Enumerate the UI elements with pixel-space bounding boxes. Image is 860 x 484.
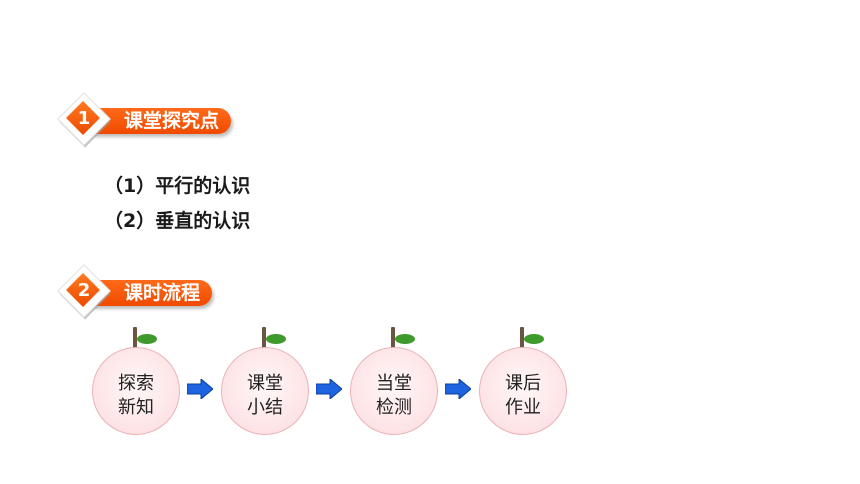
flow-step-label-line2: 小结 bbox=[247, 397, 283, 418]
arrow-right-icon bbox=[316, 379, 342, 399]
flow-step-label-line1: 探索 bbox=[118, 373, 154, 394]
section-number-badge-1: 1 bbox=[57, 92, 112, 148]
fruit-circle bbox=[92, 347, 180, 435]
flow-step-label-line2: 作业 bbox=[505, 397, 541, 418]
flow-step-label-line1: 当堂 bbox=[376, 373, 412, 394]
stem-icon bbox=[133, 327, 137, 349]
section-title-2: 课时流程 bbox=[92, 280, 213, 306]
flow-step-summary: 课堂 小结 bbox=[221, 327, 311, 447]
fruit-circle bbox=[350, 347, 438, 435]
leaf-icon bbox=[266, 334, 286, 344]
arrow-right-icon bbox=[187, 379, 213, 399]
topic-item-2: （2）垂直的认识 bbox=[104, 210, 251, 232]
section-title-1: 课堂探究点 bbox=[92, 108, 232, 134]
leaf-icon bbox=[524, 334, 544, 344]
stem-icon bbox=[520, 327, 524, 349]
leaf-icon bbox=[137, 334, 157, 344]
flow-step-label-line2: 新知 bbox=[118, 397, 154, 418]
section-number-badge-2: 2 bbox=[57, 264, 112, 320]
flow-step-test: 当堂 检测 bbox=[350, 327, 440, 447]
arrow-right-icon bbox=[445, 379, 471, 399]
fruit-circle bbox=[479, 347, 567, 435]
fruit-circle bbox=[221, 347, 309, 435]
topic-item-1: （1）平行的认识 bbox=[104, 175, 251, 197]
flow-step-homework: 课后 作业 bbox=[479, 327, 569, 447]
stem-icon bbox=[391, 327, 395, 349]
flow-step-label-line1: 课后 bbox=[505, 373, 541, 394]
flow-step-label-line1: 课堂 bbox=[247, 373, 283, 394]
flow-step-label-line2: 检测 bbox=[376, 397, 412, 418]
section-number-1: 1 bbox=[77, 108, 91, 129]
stem-icon bbox=[262, 327, 266, 349]
section-number-2: 2 bbox=[77, 280, 91, 301]
leaf-icon bbox=[395, 334, 415, 344]
flow-step-explore: 探索 新知 bbox=[92, 327, 182, 447]
